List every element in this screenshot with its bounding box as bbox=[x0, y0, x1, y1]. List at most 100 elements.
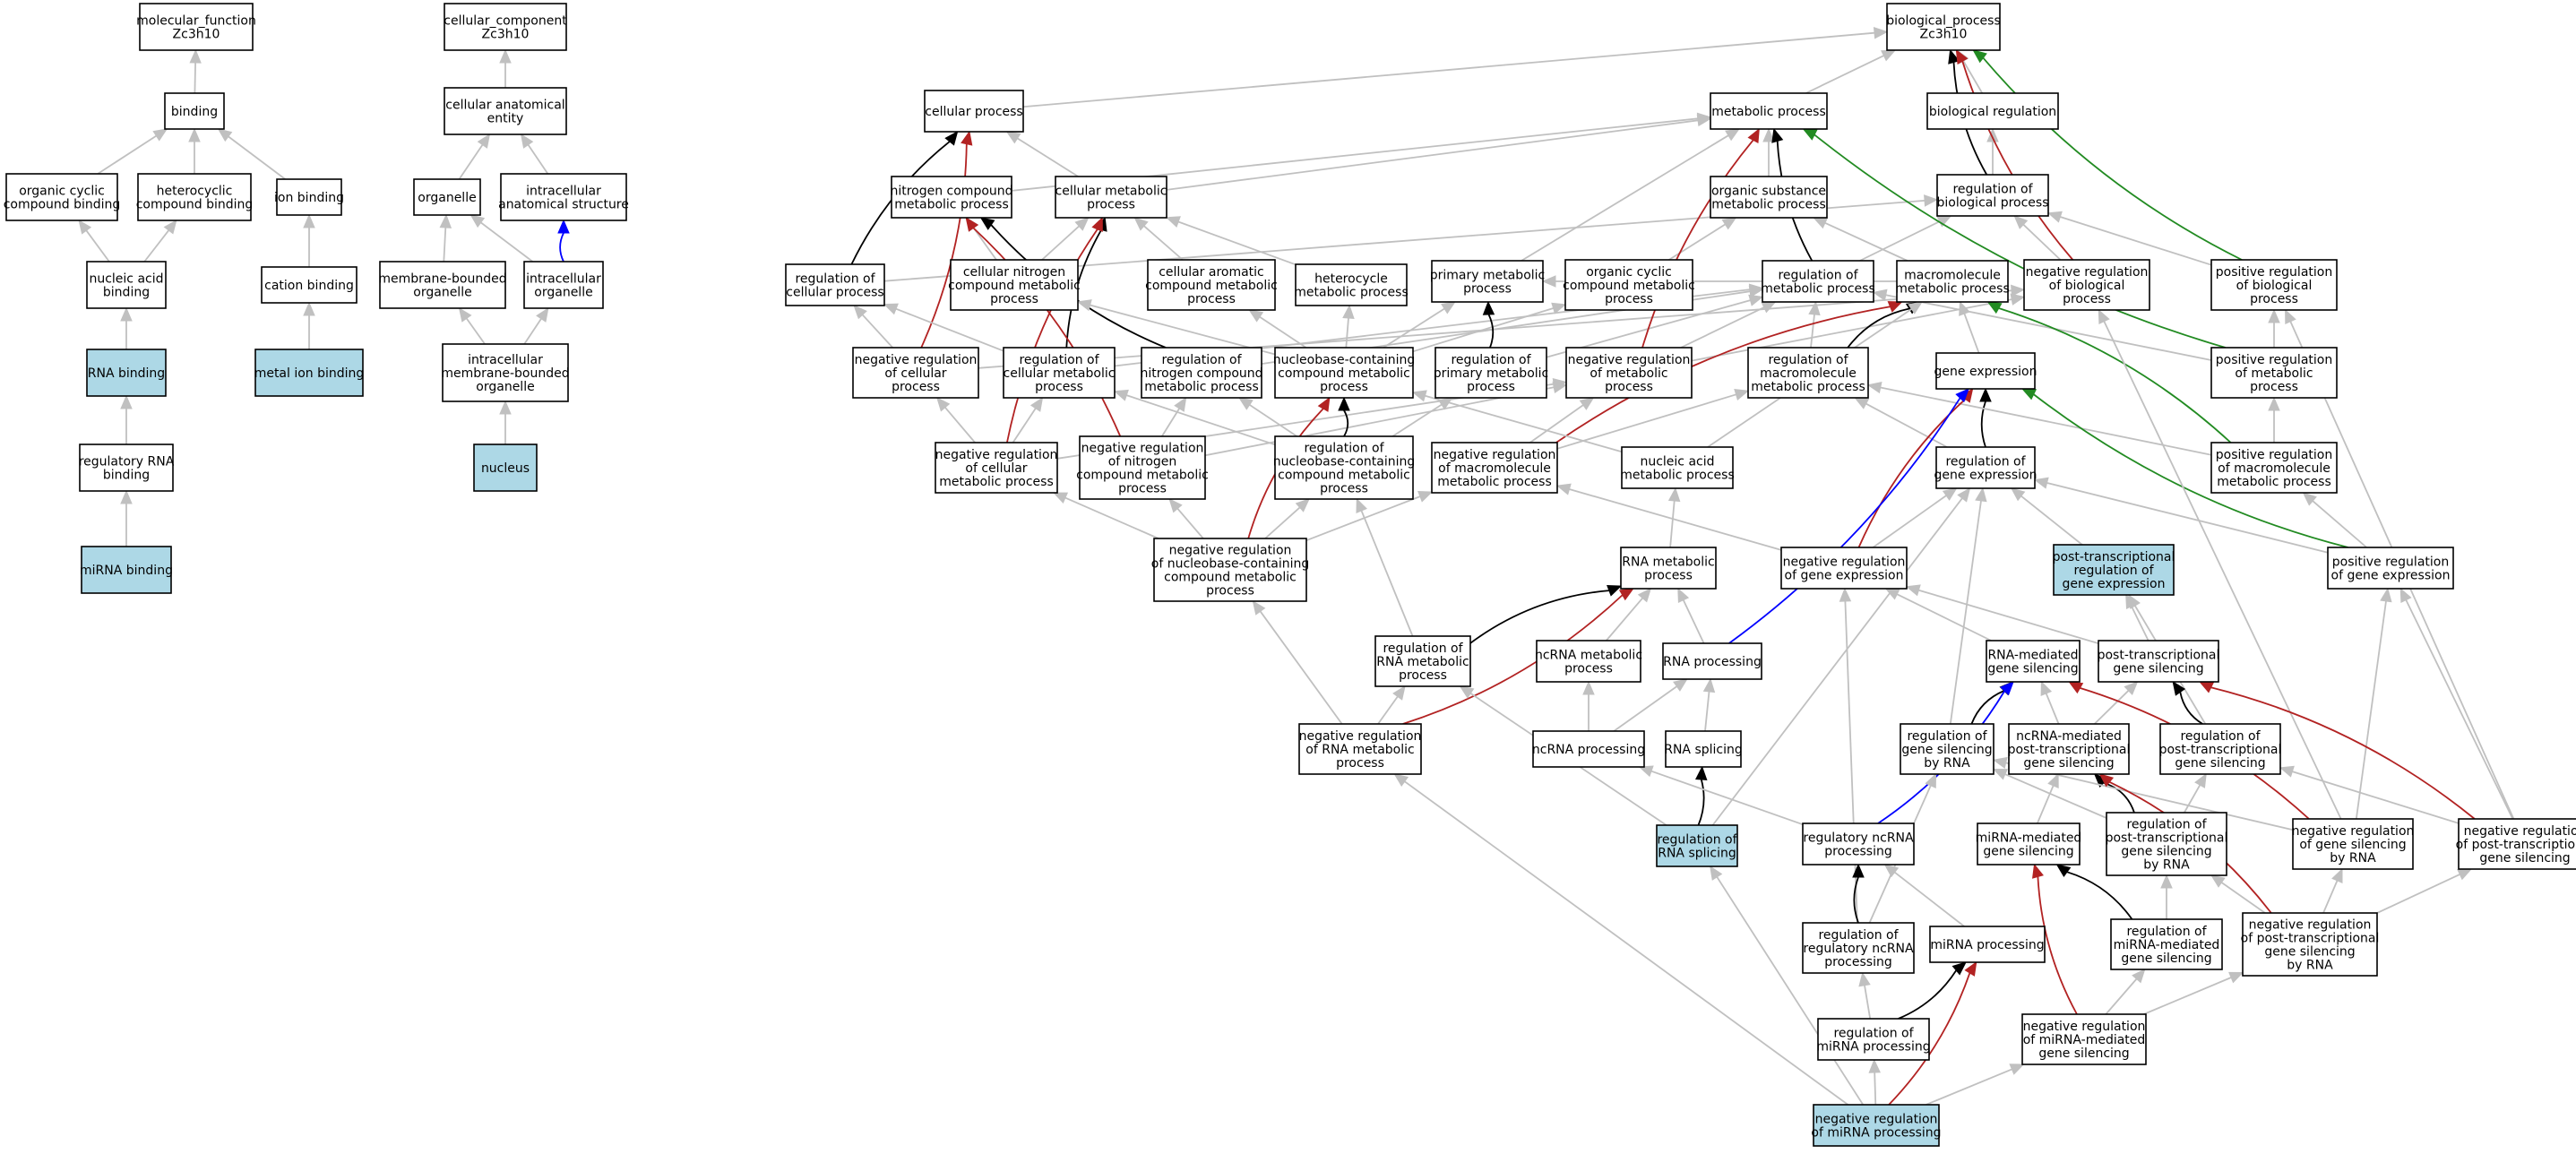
go-term-node[interactable]: ncRNA processing bbox=[1532, 730, 1645, 768]
edge-is-a bbox=[1165, 216, 1297, 266]
go-term-node[interactable]: miRNA processing bbox=[1929, 926, 2046, 963]
go-term-node[interactable]: cation binding bbox=[261, 266, 358, 304]
go-term-node[interactable]: RNA splicing bbox=[1664, 730, 1743, 768]
go-term-node[interactable]: binding bbox=[164, 92, 225, 130]
node-label-line: intracellular bbox=[526, 185, 601, 199]
edge-line bbox=[1487, 314, 1495, 349]
node-box bbox=[1802, 922, 1915, 974]
node-label-line: gene silencing bbox=[2038, 1046, 2129, 1061]
edge-line bbox=[2020, 495, 2083, 546]
go-term-node[interactable]: organelle bbox=[413, 178, 481, 216]
go-term-node[interactable]: regulation ofnucleobase-containingcompou… bbox=[1273, 435, 1416, 500]
edge-is-a bbox=[1854, 397, 1948, 448]
go-term-node[interactable]: cellular process bbox=[924, 90, 1024, 133]
go-term-node[interactable]: metal ion binding bbox=[254, 349, 365, 397]
node-label-line: regulation of bbox=[1833, 1027, 1914, 1041]
go-term-node[interactable]: ion binding bbox=[274, 178, 344, 216]
go-term-node[interactable]: biological regulation bbox=[1926, 92, 2059, 130]
node-box bbox=[1977, 822, 2081, 866]
node-box bbox=[2210, 347, 2338, 399]
node-box bbox=[1532, 730, 1645, 768]
edge-line bbox=[1569, 488, 1782, 551]
edge-is-a bbox=[1839, 587, 1858, 924]
go-term-node[interactable]: miRNA binding bbox=[80, 546, 173, 594]
node-box bbox=[1802, 822, 1915, 866]
node-label-line: process bbox=[2063, 292, 2111, 306]
go-term-node[interactable]: RNA processing bbox=[1662, 642, 1762, 680]
go-term-node[interactable]: nucleus bbox=[473, 444, 538, 492]
edge-arrowhead bbox=[189, 48, 202, 64]
go-term-node[interactable]: metabolic process bbox=[1710, 92, 1828, 130]
node-label-line: heterocyclic bbox=[157, 185, 233, 199]
go-term-node[interactable]: gene expression bbox=[1934, 352, 2038, 390]
edge-is-a bbox=[188, 127, 201, 174]
go-term-node[interactable]: RNA binding bbox=[86, 349, 167, 397]
